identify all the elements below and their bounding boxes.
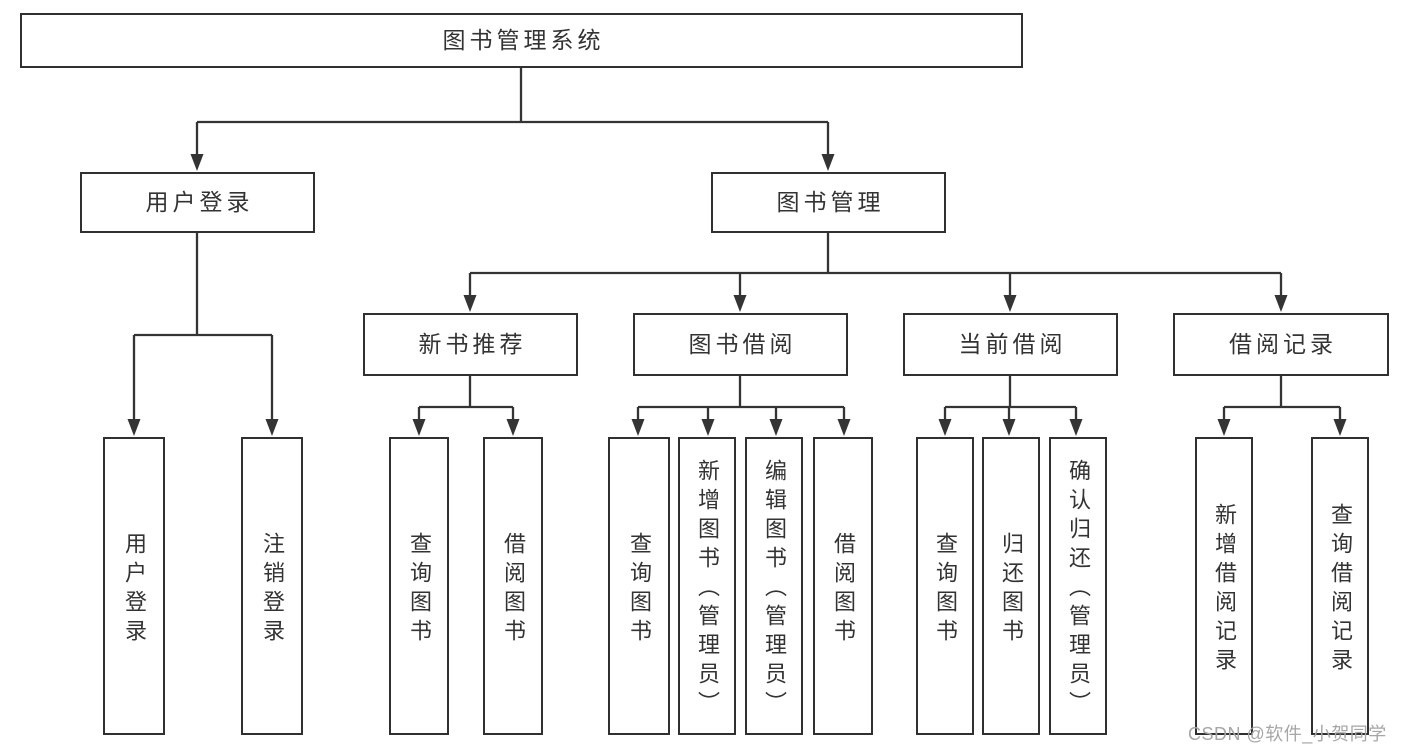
arrowhead [938, 419, 952, 436]
node-leaf-user-login: 用户登录 [103, 437, 165, 735]
connector-borrow-records-to-leaves [1217, 376, 1347, 436]
connector-book-management-to-level3 [463, 233, 1288, 312]
arrowhead [701, 419, 715, 436]
node-leaf-borrow-book-recommend: 借阅图书 [483, 437, 543, 735]
arrowhead [265, 419, 279, 436]
arrowhead [631, 419, 645, 436]
arrowhead [837, 419, 851, 436]
arrowhead [821, 154, 835, 171]
arrowhead [1069, 419, 1083, 436]
arrowhead [1333, 419, 1347, 436]
arrowhead [412, 419, 426, 436]
arrowhead [733, 295, 747, 312]
node-leaf-edit-book-admin: 编辑图书（管理员） [745, 437, 803, 735]
connector-book-borrow-to-leaves [631, 376, 851, 436]
node-leaf-query-book-borrow: 查询图书 [608, 437, 670, 735]
node-leaf-logout: 注销登录 [241, 437, 303, 735]
connector-current-borrow-to-leaves [938, 376, 1083, 436]
node-leaf-query-borrow-record: 查询借阅记录 [1311, 437, 1369, 735]
arrowhead [463, 295, 477, 312]
connector-root-to-level2 [190, 68, 835, 171]
node-leaf-query-book-recommend: 查询图书 [389, 437, 449, 735]
node-borrow-records: 借阅记录 [1173, 313, 1389, 376]
arrowhead [769, 419, 783, 436]
node-new-book-recommend: 新书推荐 [363, 313, 578, 376]
csdn-watermark: CSDN @软件_小贺同学 [1188, 724, 1387, 744]
node-leaf-add-borrow-record: 新增借阅记录 [1195, 437, 1253, 735]
arrowhead [190, 154, 204, 171]
arrowhead [1217, 419, 1231, 436]
node-leaf-return-book: 归还图书 [982, 437, 1040, 735]
node-user-login: 用户登录 [80, 172, 315, 233]
node-current-borrow: 当前借阅 [903, 313, 1118, 376]
node-leaf-add-book-admin: 新增图书（管理员） [678, 437, 736, 735]
arrowhead [1002, 419, 1016, 436]
node-book-management: 图书管理 [711, 172, 946, 233]
node-book-borrow: 图书借阅 [633, 313, 848, 376]
connector-new-book-to-leaves [412, 376, 520, 436]
node-leaf-confirm-return-admin: 确认归还（管理员） [1049, 437, 1107, 735]
arrowhead [506, 419, 520, 436]
connector-user-login-to-leaves [127, 233, 279, 436]
node-library-system: 图书管理系统 [20, 13, 1023, 68]
arrowhead [127, 419, 141, 436]
arrowhead [1003, 295, 1017, 312]
node-leaf-borrow-book: 借阅图书 [813, 437, 873, 735]
arrowhead [1274, 295, 1288, 312]
node-leaf-query-book-current: 查询图书 [916, 437, 974, 735]
